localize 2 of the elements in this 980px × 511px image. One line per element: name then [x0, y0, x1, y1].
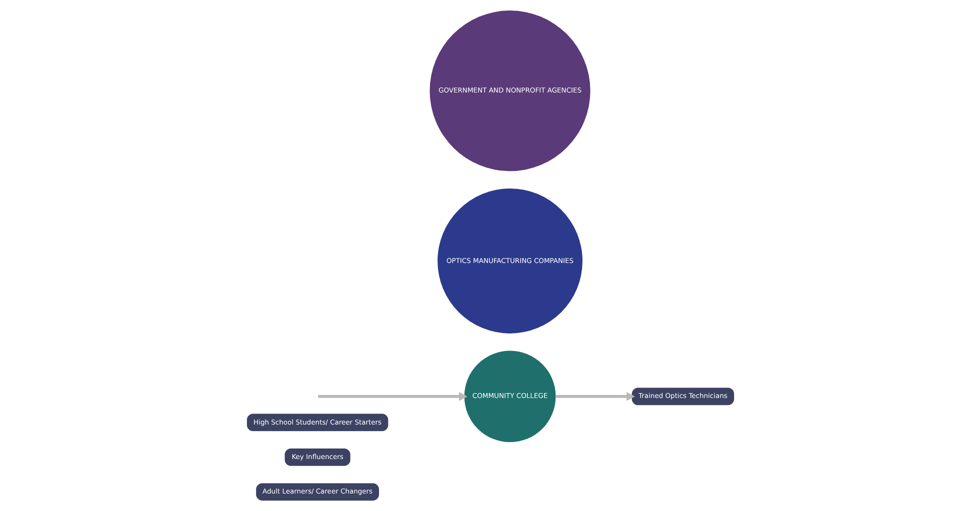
arrow: [555, 392, 634, 401]
arrow: [318, 392, 467, 401]
